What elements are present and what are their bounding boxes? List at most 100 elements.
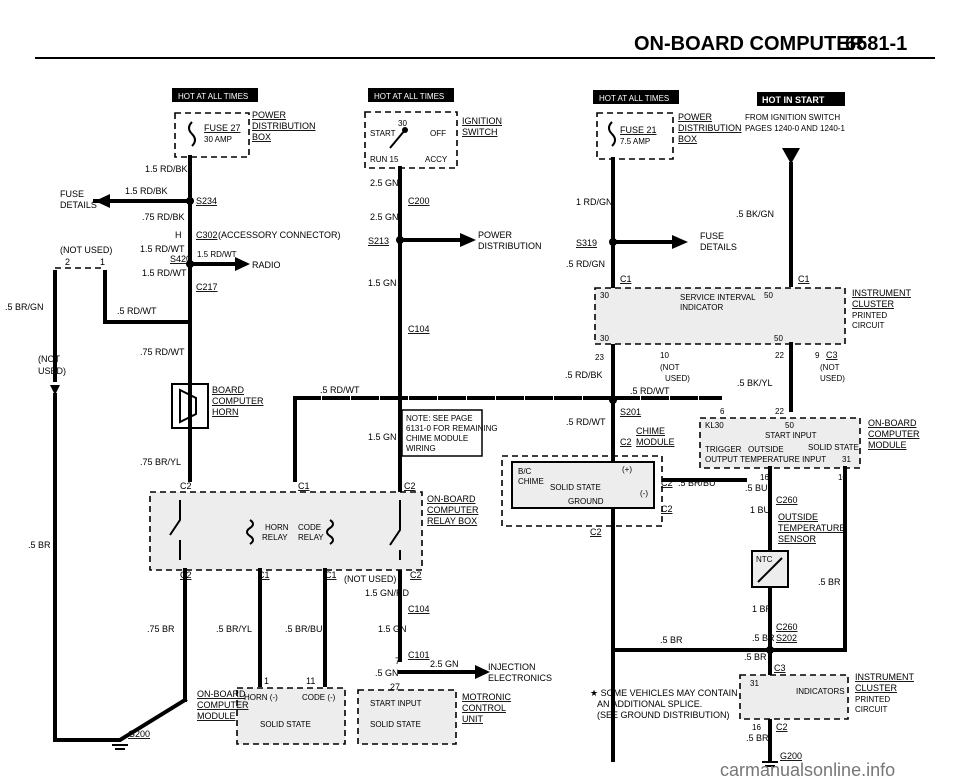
wire-label: .75 RD/BK <box>142 212 185 222</box>
not-used-label: (NOT USED) <box>344 574 396 584</box>
instrument-cluster-2-title: CLUSTER <box>855 683 898 693</box>
instrument-cluster-2-title: CIRCUIT <box>855 705 888 714</box>
wire-label: .5 BR <box>752 633 775 643</box>
wire-label: .5 BR <box>744 652 767 662</box>
watermark: carmanualsonline.info <box>720 760 895 780</box>
ground-label: G200 <box>780 751 802 761</box>
solid-state-label: SOLID STATE <box>808 443 859 452</box>
ignition-run-label: RUN 15 <box>370 155 399 164</box>
pin-label: 16 <box>760 473 769 482</box>
horn-label: BOARD <box>212 385 245 395</box>
splice-s201 <box>609 396 617 404</box>
wire-label: .5 RD/BK <box>565 370 603 380</box>
hot-tag-1-label: HOT AT ALL TIMES <box>178 92 248 101</box>
service-interval-label: INDICATOR <box>680 303 723 312</box>
rd-wt-wire <box>103 270 192 324</box>
wire-label: .5 BR/BU <box>285 624 323 634</box>
connector-label: C2 <box>180 481 192 491</box>
horn-minus-label: HORN (-) <box>244 693 278 702</box>
wire-label: .5 BK/GN <box>736 209 774 219</box>
ignition-start-label: START <box>370 129 396 138</box>
fuse21-box-line: DISTRIBUTION <box>678 123 742 133</box>
hot-tag-3-label: HOT AT ALL TIMES <box>599 94 669 103</box>
wire-label: 1.5 RD/WT <box>197 250 237 259</box>
note-text: CHIME MODULE <box>406 434 468 443</box>
arrow-right-icon <box>460 233 476 247</box>
page-number: 6581-1 <box>845 33 907 55</box>
wire-label: .75 RD/WT <box>140 347 185 357</box>
fuse21-box-line: BOX <box>678 134 697 144</box>
instrument-cluster-title: PRINTED <box>852 311 887 320</box>
fuse27-symbol <box>188 121 196 147</box>
pin-label: 2 <box>65 257 70 267</box>
ntc-icon <box>757 557 783 583</box>
fuse21-box-line: POWER <box>678 112 713 122</box>
hot-tag-2 <box>368 88 454 102</box>
temperature-input-label: TEMPERATURE INPUT <box>740 455 826 464</box>
code-relay-label: RELAY <box>298 533 324 542</box>
pin-label: 30 <box>600 334 609 343</box>
wire-label: 1 BR <box>752 604 773 614</box>
pin-label: 27 <box>390 682 400 692</box>
connector-label: C2 <box>661 478 673 488</box>
wire-label: .5 GN <box>375 668 399 678</box>
obc-module-right-shade <box>700 418 860 468</box>
arrow-down-icon <box>50 385 60 395</box>
pin-label: 50 <box>764 291 773 300</box>
fuse21-symbol <box>608 121 616 147</box>
page-title: ON-BOARD COMPUTER <box>634 33 865 55</box>
horn-relay-label: HORN <box>265 523 289 532</box>
wire-label: 1 RD/GN <box>576 197 613 207</box>
pin-label: 30 <box>398 119 407 128</box>
wire-label: .5 BU <box>745 483 768 493</box>
pin-label: 10 <box>660 351 669 360</box>
instrument-cluster-title: INSTRUMENT <box>852 288 911 298</box>
obc-module-title: COMPUTER <box>197 700 249 710</box>
wire-label: .5 BR/GN <box>5 302 44 312</box>
connector-label: C2 <box>776 722 788 732</box>
obc-module-title: MODULE <box>197 711 236 721</box>
code-relay-coil <box>326 519 334 545</box>
hot-tag-2-label: HOT AT ALL TIMES <box>374 92 444 101</box>
from-ignition-label: PAGES 1240-0 AND 1240-1 <box>745 124 845 133</box>
injection-label: INJECTION <box>488 662 536 672</box>
fuse21-amp: 7.5 AMP <box>620 137 650 146</box>
connector-label: C2 <box>404 481 416 491</box>
ground-wire <box>53 697 188 742</box>
power-distribution-label: DISTRIBUTION <box>478 241 542 251</box>
horn-label: HORN <box>212 407 239 417</box>
not-used-label: USED) <box>38 366 66 376</box>
relay-box <box>149 491 423 571</box>
motronic-title: MOTRONIC <box>462 692 511 702</box>
wire-label: .5 BR <box>746 733 769 743</box>
ntc-sensor-box <box>751 550 789 588</box>
ignition-title: SWITCH <box>462 127 498 137</box>
splice-label: S420 <box>170 254 191 264</box>
indicators-label: INDICATORS <box>796 687 845 696</box>
trigger-label: TRIGGER <box>705 445 742 454</box>
wire-label: .5 RD/GN <box>566 259 605 269</box>
connector-label: C2 <box>590 527 602 537</box>
solid-state-label: SOLID STATE <box>260 720 311 729</box>
note-text: 6131-0 FOR REMAINING <box>406 424 498 433</box>
instrument-cluster-shade <box>595 288 845 344</box>
wire-label: 1.5 GN <box>368 432 397 442</box>
not-used-label: (NOT USED) <box>60 245 112 255</box>
instrument-cluster-2-title: PRINTED <box>855 695 890 704</box>
start-input-label: START INPUT <box>370 699 422 708</box>
pin-label: 22 <box>775 407 784 416</box>
relay-box-title: COMPUTER <box>427 505 479 515</box>
pin-label: H <box>175 230 182 240</box>
wire-label: .5 BR <box>660 635 683 645</box>
pin-label: 31 <box>750 679 759 688</box>
not-used-label: (NOT <box>38 354 60 364</box>
chime-inner-box <box>511 461 655 509</box>
instrument-cluster-title: CIRCUIT <box>852 321 885 330</box>
connector-label: C1 <box>620 274 632 284</box>
wire-label: 1.5 RD/WT <box>140 244 185 254</box>
outside-label: OUTSIDE <box>748 445 784 454</box>
relay-box-title: RELAY BOX <box>427 516 477 526</box>
pin-label: 31 <box>842 455 851 464</box>
bc-label: B/C <box>518 467 532 476</box>
chime-inner-shade <box>512 462 654 508</box>
